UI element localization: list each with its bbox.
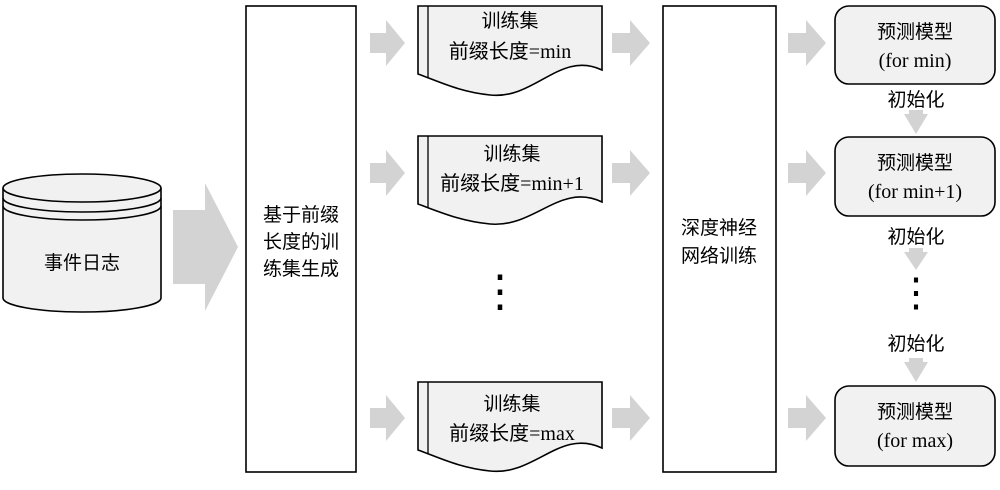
model-max-subtitle: (for max) bbox=[877, 430, 953, 452]
trainset-generator-box: 基于前缀 长度的训 练集生成 bbox=[245, 5, 357, 473]
init-label-1: 初始化 bbox=[887, 89, 944, 111]
trainset-min1-title: 训练集 bbox=[483, 143, 540, 165]
init-arrow-1 bbox=[904, 110, 928, 134]
arrow-gen-to-trainset-min bbox=[370, 20, 405, 66]
prediction-model-min1: 预测模型 (for min+1) bbox=[834, 136, 996, 217]
trainset-document-min1: 训练集 前缀长度=min+1 bbox=[417, 135, 603, 225]
init-label-2: 初始化 bbox=[887, 226, 944, 248]
dnn-training-box: 深度神经 网络训练 bbox=[662, 5, 777, 473]
generator-line-1: 基于前缀 bbox=[263, 204, 339, 226]
trainsets-ellipsis: ⋮ bbox=[478, 266, 522, 317]
arrow-trainset-min-to-dnn bbox=[612, 20, 650, 66]
models-ellipsis: ⋮ bbox=[896, 270, 936, 316]
arrow-gen-to-trainset-max bbox=[370, 395, 405, 441]
event-log-database: 事件日志 bbox=[2, 173, 162, 313]
trainset-document-max: 训练集 前缀长度=max bbox=[417, 381, 603, 473]
trainset-document-min: 训练集 前缀长度=min bbox=[417, 5, 603, 97]
arrow-dnn-to-model-min bbox=[788, 20, 826, 66]
event-log-label: 事件日志 bbox=[44, 252, 120, 274]
dnn-line-1: 深度神经 bbox=[681, 217, 757, 239]
generator-line-2: 长度的训 bbox=[263, 231, 339, 253]
trainset-max-title: 训练集 bbox=[483, 393, 540, 415]
prediction-model-min: 预测模型 (for min) bbox=[834, 5, 996, 85]
generator-line-3: 练集生成 bbox=[263, 258, 339, 280]
arrow-dnn-to-model-max bbox=[788, 395, 826, 441]
trainset-max-subtitle: 前缀长度=max bbox=[449, 422, 575, 445]
trainset-min1-subtitle: 前缀长度=min+1 bbox=[440, 172, 584, 195]
init-arrow-3 bbox=[904, 358, 928, 382]
arrow-log-to-generator bbox=[173, 183, 238, 311]
model-min1-title: 预测模型 bbox=[877, 152, 953, 174]
dnn-line-2: 网络训练 bbox=[681, 245, 757, 267]
model-min-title: 预测模型 bbox=[877, 21, 953, 43]
init-arrow-2 bbox=[904, 248, 928, 270]
trainset-min-title: 训练集 bbox=[481, 10, 538, 32]
arrow-dnn-to-model-min1 bbox=[788, 150, 826, 196]
model-min1-subtitle: (for min+1) bbox=[868, 181, 962, 203]
prediction-model-max: 预测模型 (for max) bbox=[834, 385, 996, 467]
arrow-gen-to-trainset-min1 bbox=[370, 150, 405, 196]
trainset-min-subtitle: 前缀长度=min bbox=[449, 40, 571, 63]
arrow-trainset-min1-to-dnn bbox=[612, 150, 650, 196]
init-label-3: 初始化 bbox=[887, 333, 944, 355]
model-min-subtitle: (for min) bbox=[879, 50, 952, 72]
arrow-trainset-max-to-dnn bbox=[612, 395, 650, 441]
model-max-title: 预测模型 bbox=[877, 401, 953, 423]
